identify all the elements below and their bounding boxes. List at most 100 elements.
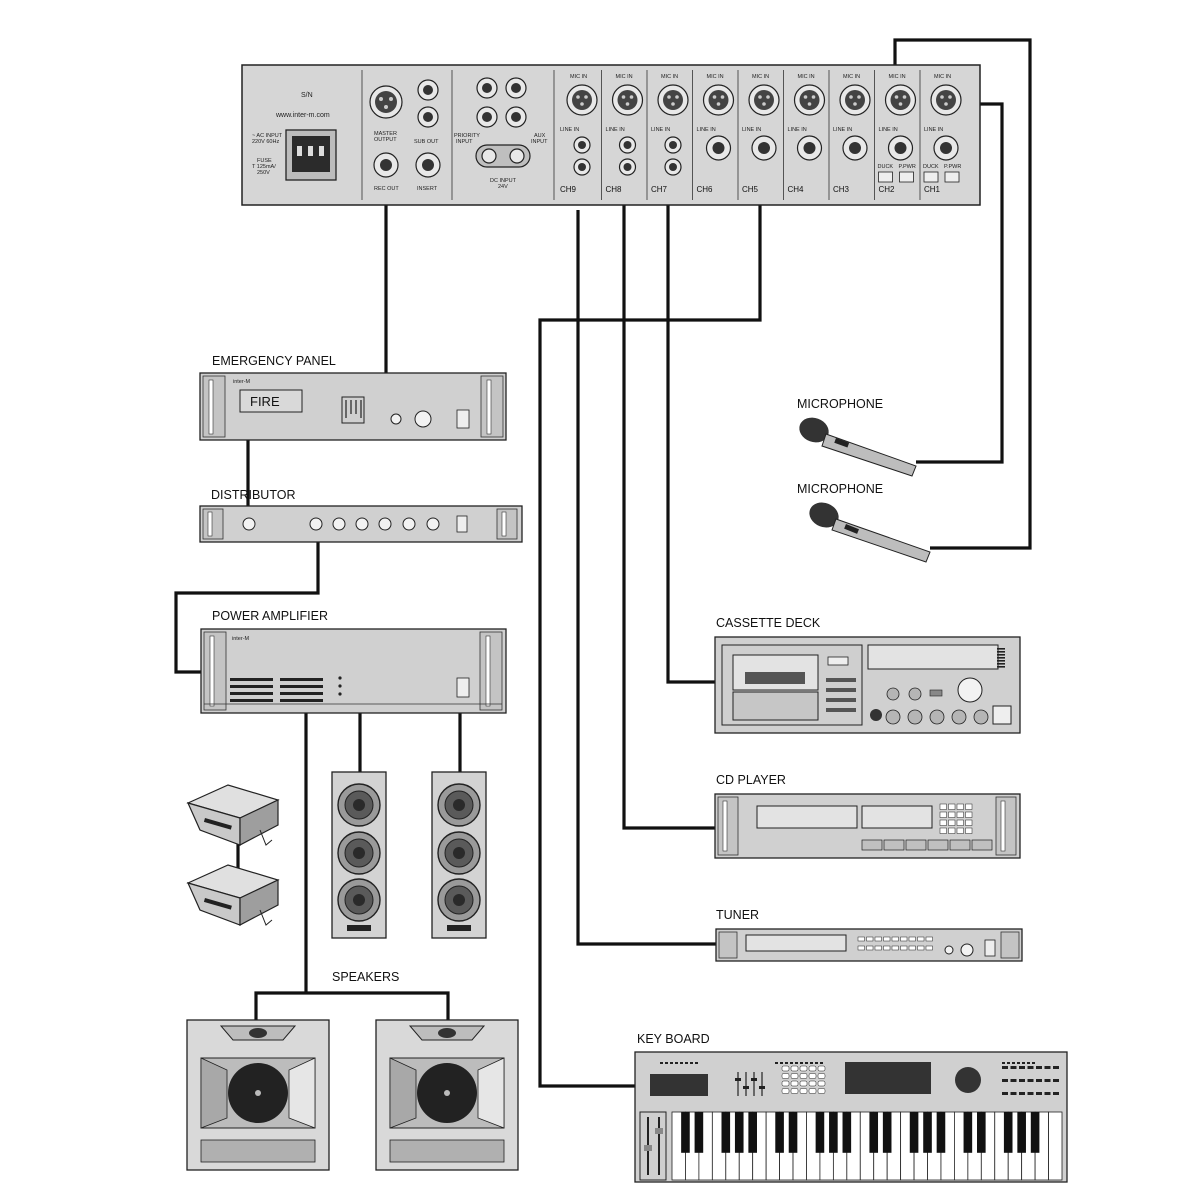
line-in-connector-ch9[interactable] (573, 136, 591, 176)
cd-keypad-button[interactable] (965, 819, 973, 826)
cd-keypad-button[interactable] (956, 819, 964, 826)
dc-input-connector[interactable] (475, 144, 531, 168)
keyboard-pad[interactable] (799, 1080, 808, 1087)
cassette-control[interactable] (826, 698, 856, 702)
distributor-knob-3[interactable] (355, 517, 369, 531)
keyboard-button[interactable] (1036, 1092, 1042, 1095)
tuner-preset-button[interactable] (866, 936, 874, 942)
tuner-knob[interactable] (960, 943, 974, 957)
keyboard-dial[interactable] (955, 1067, 981, 1093)
keyboard-button[interactable] (1053, 1066, 1059, 1069)
tuner-preset-button[interactable] (891, 945, 899, 951)
keyboard-button[interactable] (1002, 1079, 1008, 1082)
tuner-preset-button[interactable] (891, 936, 899, 942)
cassette-button-5[interactable] (973, 709, 989, 725)
black-key[interactable] (1017, 1112, 1026, 1153)
priority-input-connectors[interactable] (476, 77, 498, 128)
black-key[interactable] (748, 1112, 757, 1153)
keyboard-pad[interactable] (817, 1073, 826, 1079)
cd-keypad-button[interactable] (948, 803, 956, 810)
distributor-input-knob[interactable] (242, 517, 256, 531)
keyboard-pad[interactable] (808, 1065, 817, 1072)
keyboard-button[interactable] (1019, 1079, 1025, 1082)
keyboard-pad[interactable] (799, 1065, 808, 1072)
keyboard-button[interactable] (1044, 1079, 1051, 1082)
line-in-connector-ch2[interactable] (887, 135, 914, 161)
black-key[interactable] (1003, 1112, 1013, 1153)
cd-transport-button-1[interactable] (861, 839, 883, 851)
cd-keypad-button[interactable] (939, 827, 947, 834)
line-in-connector-ch1[interactable] (933, 135, 959, 161)
cassette-button-2[interactable] (907, 709, 923, 725)
cassette-button-1[interactable] (885, 709, 901, 725)
keyboard-button[interactable] (1053, 1092, 1059, 1095)
line-in-connector-ch8[interactable] (618, 136, 637, 176)
cd-transport-button-5[interactable] (949, 839, 971, 851)
keyboard-button[interactable] (1010, 1079, 1017, 1082)
keyboard-pad[interactable] (781, 1080, 790, 1087)
cd-keypad-button[interactable] (956, 827, 964, 834)
cd-transport-button-2[interactable] (883, 839, 905, 851)
black-key[interactable] (882, 1112, 892, 1153)
mic-in-connector-ch5[interactable] (748, 84, 780, 116)
duck-switch[interactable] (923, 171, 939, 183)
cassette-headphone-jack[interactable] (870, 709, 882, 721)
pitch-wheel[interactable] (644, 1145, 652, 1151)
black-key[interactable] (869, 1112, 879, 1153)
line-in-connector-ch7[interactable] (664, 136, 682, 176)
tuner-preset-button[interactable] (908, 936, 916, 942)
keyboard-pad[interactable] (781, 1073, 790, 1079)
cassette-control[interactable] (826, 688, 856, 692)
keyboard-button[interactable] (1027, 1079, 1034, 1082)
keyboard-pad[interactable] (799, 1073, 808, 1079)
keyboard-slider-3[interactable] (751, 1078, 757, 1081)
cassette-control[interactable] (826, 708, 856, 712)
cd-keypad-button[interactable] (939, 819, 947, 826)
black-key[interactable] (977, 1112, 986, 1153)
black-key[interactable] (1030, 1112, 1040, 1153)
keyboard-button[interactable] (1002, 1092, 1008, 1095)
insert-connector[interactable] (415, 152, 441, 178)
cd-keypad-button[interactable] (948, 811, 956, 818)
cd-transport-button-6[interactable] (971, 839, 993, 851)
black-key[interactable] (829, 1112, 838, 1153)
mic-in-connector-ch6[interactable] (702, 84, 735, 116)
cd-transport-button-4[interactable] (927, 839, 949, 851)
cassette-control[interactable] (826, 678, 856, 682)
keyboard-pad[interactable] (799, 1088, 808, 1094)
mic-in-connector-ch8[interactable] (611, 84, 644, 116)
tuner-preset-button[interactable] (883, 945, 891, 951)
white-key[interactable] (1048, 1111, 1063, 1181)
tuner-preset-button[interactable] (900, 936, 908, 942)
tuner-power-switch[interactable] (984, 939, 996, 957)
mic-in-connector-ch3[interactable] (839, 84, 871, 116)
keyboard-pad[interactable] (790, 1080, 799, 1087)
keyboard-pad[interactable] (781, 1065, 790, 1072)
cassette-slide-button[interactable] (929, 689, 943, 697)
black-key[interactable] (775, 1112, 784, 1153)
rec-out-connector[interactable] (373, 152, 399, 178)
black-key[interactable] (681, 1112, 690, 1153)
cassette-button-3[interactable] (929, 709, 945, 725)
keyboard-pad[interactable] (808, 1080, 817, 1087)
emergency-knob-large[interactable] (414, 410, 432, 428)
mic-in-connector-ch7[interactable] (657, 84, 689, 116)
cassette-top-button-1[interactable] (886, 687, 900, 701)
tuner-preset-button[interactable] (866, 945, 874, 951)
tuner-preset-button[interactable] (857, 945, 865, 951)
cd-keypad-button[interactable] (939, 803, 947, 810)
keyboard-pad[interactable] (781, 1088, 790, 1094)
cd-keypad-button[interactable] (948, 827, 956, 834)
keyboard-button[interactable] (1036, 1079, 1042, 1082)
tuner-preset-button[interactable] (917, 945, 925, 951)
tuner-preset-button[interactable] (874, 936, 882, 942)
keyboard-pad[interactable] (808, 1088, 817, 1094)
keyboard-button[interactable] (1036, 1066, 1042, 1069)
tuner-preset-button[interactable] (925, 945, 933, 951)
phantom-power-switch[interactable] (899, 171, 914, 183)
distributor-knob-1[interactable] (309, 517, 323, 531)
duck-switch[interactable] (878, 171, 893, 183)
tuner-preset-button[interactable] (917, 936, 925, 942)
tuner-preset-button[interactable] (908, 945, 916, 951)
cd-keypad-button[interactable] (956, 803, 964, 810)
